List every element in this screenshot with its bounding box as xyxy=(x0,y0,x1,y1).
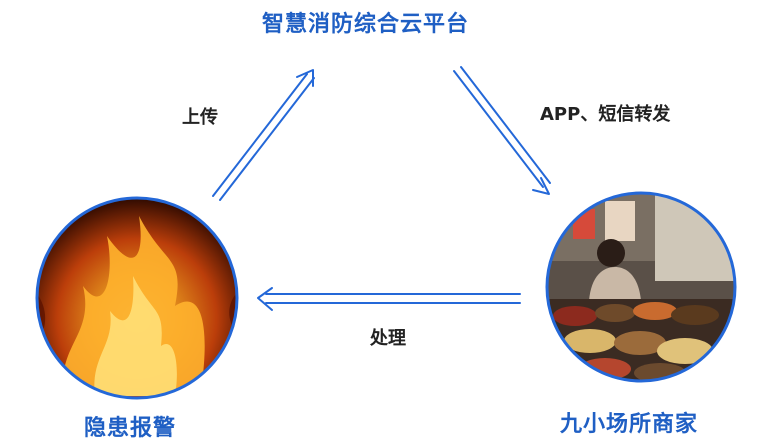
market-vendor-photo xyxy=(545,191,737,383)
forward-arrow xyxy=(453,66,551,195)
small-venues-title: 九小场所商家 xyxy=(560,412,699,437)
upload-label: 上传 xyxy=(182,107,218,128)
forward-label: APP、短信转发 xyxy=(540,104,671,125)
handle-label: 处理 xyxy=(370,328,406,349)
hazard-alarm-title: 隐患报警 xyxy=(84,416,177,441)
fire-flames-photo xyxy=(35,196,239,400)
handle-arrow xyxy=(257,287,521,311)
cloud-platform-title: 智慧消防综合云平台 xyxy=(262,12,470,37)
upload-arrow xyxy=(212,69,315,201)
